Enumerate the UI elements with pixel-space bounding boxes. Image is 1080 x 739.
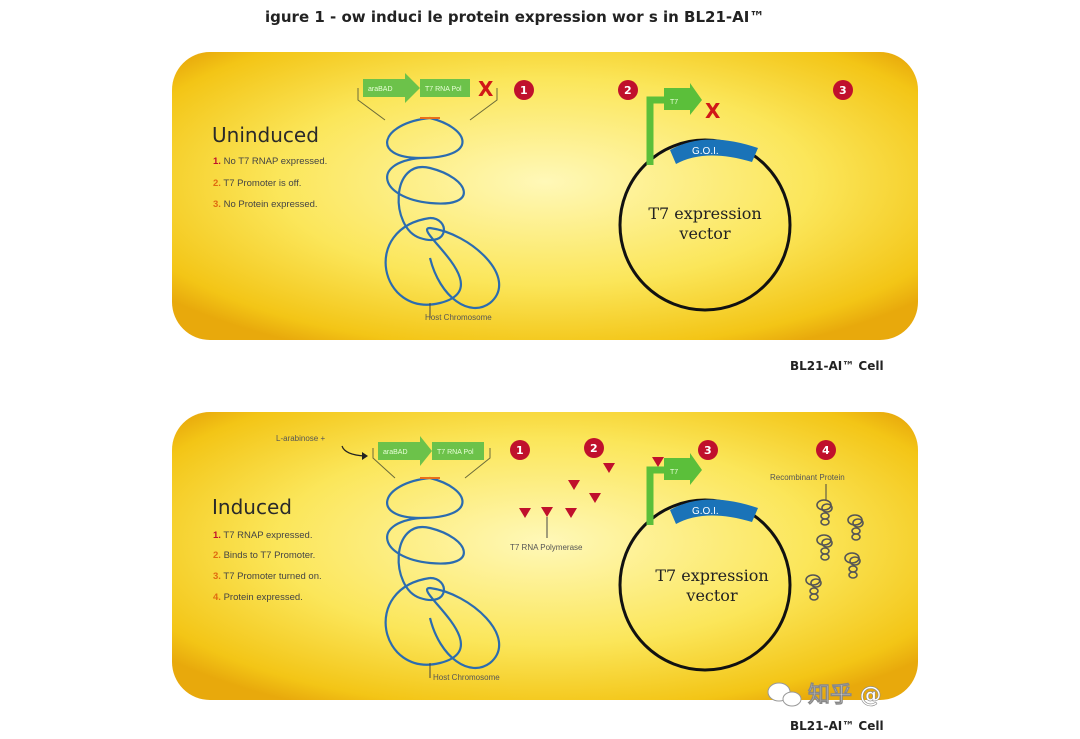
protein-icon [816, 499, 833, 526]
polymerase-icon [589, 493, 601, 503]
svg-text:4: 4 [822, 444, 830, 457]
gene-label: T7 RNA Pol [425, 86, 462, 93]
vector-label: vector [685, 586, 738, 605]
induced-heading: Induced [212, 495, 292, 519]
watermark: 知乎 @ [767, 682, 882, 708]
promoter-label: T7 [670, 469, 678, 476]
list-item: 1. T7 RNAP expressed. [213, 530, 312, 541]
inducer-label: L-arabinose + [276, 434, 325, 443]
polymerase-icon [603, 463, 615, 473]
uninduced-panel: Uninduced 1. No T7 RNAP expressed. 2. T7… [172, 52, 918, 340]
uninduced-heading: Uninduced [212, 123, 319, 147]
list-item: 2. T7 Promoter is off. [213, 178, 301, 189]
svg-text:3: 3 [704, 444, 712, 457]
goi-segment [670, 139, 758, 164]
cell-label: BL21-AI™ Cell [790, 719, 884, 733]
off-x-icon: X [705, 99, 721, 123]
svg-text:2: 2 [624, 84, 632, 97]
svg-text:2: 2 [590, 442, 598, 455]
protein-icon [805, 574, 822, 601]
promoter-label: T7 [670, 99, 678, 106]
arabad-arrow [363, 73, 420, 103]
gene-label: araBAD [383, 449, 408, 456]
t7-promoter-arrow [646, 466, 668, 525]
vector-label: T7 expression [648, 204, 761, 223]
cell-body [172, 52, 918, 340]
svg-text:1: 1 [516, 444, 524, 457]
cell-label: BL21-AI™ Cell [790, 359, 884, 373]
svg-text:知乎 @: 知乎 @ [808, 682, 882, 708]
chromosome-label: Host Chromosome [425, 313, 492, 322]
step-badge: 4 [816, 440, 836, 460]
t7-rna-pol-box [420, 79, 470, 97]
step-badge: 3 [698, 440, 718, 460]
vector-label: T7 expression [655, 566, 768, 585]
t7-rna-pol-box [432, 442, 484, 460]
svg-text:3: 3 [839, 84, 847, 97]
polymerase-icon [541, 507, 553, 517]
t7-polymerase-triangles [519, 457, 664, 518]
list-item: 3. T7 Promoter turned on. [213, 571, 322, 582]
polymerase-icon [565, 508, 577, 518]
arabad-arrow [378, 436, 432, 466]
list-item: 3. No Protein expressed. [213, 199, 318, 210]
protein-icon [847, 514, 864, 541]
protein-icon [816, 534, 833, 561]
off-x-icon: X [478, 77, 494, 101]
step-badge: 2 [584, 438, 604, 458]
recombinant-proteins [805, 499, 864, 601]
cell-body [172, 412, 918, 700]
step-badge: 1 [514, 80, 534, 100]
svg-text:1: 1 [520, 84, 528, 97]
polymerase-icon [519, 508, 531, 518]
list-item: 4. Protein expressed. [213, 592, 303, 603]
list-item: 2. Binds to T7 Promoter. [213, 550, 315, 561]
figure-title: igure 1 - ow induci le protein expressio… [265, 8, 764, 26]
t7-promoter-arrow [646, 96, 668, 165]
polymerase-icon [652, 457, 664, 467]
induced-panel: Induced 1. T7 RNAP expressed. 2. Binds t… [172, 412, 918, 700]
polymerase-label: T7 RNA Polymerase [510, 543, 583, 552]
step-badge: 2 [618, 80, 638, 100]
step-badge: 3 [833, 80, 853, 100]
goi-label: G.O.I. [692, 506, 719, 517]
step-badge: 1 [510, 440, 530, 460]
protein-icon [844, 552, 861, 579]
inducer-arrow-icon [341, 445, 366, 457]
gene-label: araBAD [368, 86, 393, 93]
vector-label: vector [678, 224, 731, 243]
list-item: 1. No T7 RNAP expressed. [213, 156, 327, 167]
gene-label: T7 RNA Pol [437, 449, 474, 456]
goi-label: G.O.I. [692, 146, 719, 157]
protein-label: Recombinant Protein [770, 473, 845, 482]
polymerase-icon [568, 480, 580, 490]
chromosome-label: Host Chromosome [433, 673, 500, 682]
goi-segment [670, 499, 758, 524]
